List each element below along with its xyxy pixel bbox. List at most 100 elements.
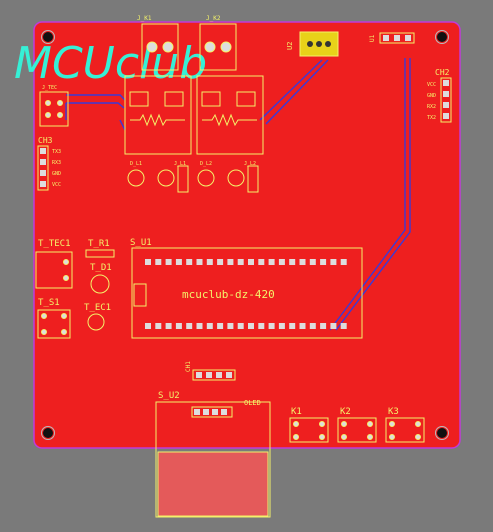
- s-u1-pins-top: [145, 259, 347, 265]
- header-pin: [145, 259, 151, 265]
- board-outline: [33, 21, 461, 449]
- j-tec-label: J_TEC: [42, 85, 57, 91]
- header-pin: [165, 323, 172, 329]
- jl2-label: J_L2: [244, 161, 256, 167]
- ch3-header: [37, 145, 49, 191]
- ch2-pin-1: VCC: [427, 82, 436, 88]
- mcuclub-logo: MCUclub: [14, 38, 207, 89]
- t-ec1-label: T_EC1: [84, 303, 111, 313]
- board-name-label: mcuclub-dz-420: [182, 288, 275, 301]
- header-pin: [258, 323, 265, 329]
- header-pin: [309, 259, 316, 265]
- header-pin: [227, 259, 234, 265]
- ch2-pin-3: RX2: [427, 104, 436, 110]
- ch2-label: CH2: [435, 68, 450, 77]
- ch3-pin-1: TX3: [52, 149, 61, 155]
- header-pin: [155, 259, 162, 265]
- header-pin: [340, 323, 347, 329]
- led-transistor-row: [127, 165, 259, 193]
- header-pin: [165, 259, 172, 265]
- header-pin: [186, 323, 193, 329]
- header-pin: [237, 259, 244, 265]
- ch2-header: [440, 77, 452, 123]
- terminal-jk2: [199, 23, 237, 71]
- u1-label: U1: [369, 34, 376, 42]
- header-pin: [330, 259, 337, 265]
- header-pin: [145, 323, 151, 329]
- header-pin: [206, 259, 213, 265]
- ch3-pin-4: VCC: [52, 182, 61, 188]
- s-u1-pins-bottom: [145, 323, 347, 329]
- traces: [65, 58, 411, 331]
- header-pin: [268, 323, 275, 329]
- t-s1-switch: [37, 309, 71, 339]
- ch3-label: CH3: [38, 136, 53, 145]
- header-pin: [299, 323, 306, 329]
- regulator-u2: [299, 31, 339, 57]
- header-pin: [155, 323, 162, 329]
- k1-label: K1: [291, 407, 302, 417]
- relay-left: [124, 75, 192, 155]
- mounting-holes: [41, 30, 449, 440]
- t-d1-label: T_D1: [90, 263, 112, 273]
- header-pin: [258, 259, 265, 265]
- header-pin: [320, 323, 327, 329]
- u2-label: U2: [286, 42, 294, 50]
- header-pin: [289, 259, 296, 265]
- dl1-label: D_L1: [130, 161, 142, 167]
- header-pin: [196, 259, 203, 265]
- button-k1: [289, 417, 329, 443]
- header-pin: [320, 259, 327, 265]
- t-r1-label: T_R1: [88, 239, 110, 249]
- s-u2-label: S_U2: [158, 391, 180, 401]
- oled-label: OLED: [244, 399, 261, 407]
- header-pin: [278, 323, 285, 329]
- t-tec1-label: T_TEC1: [38, 239, 71, 249]
- ch2-pin-2: GND: [427, 93, 436, 99]
- header-pin: [268, 259, 275, 265]
- ch3-pin-3: GND: [52, 171, 61, 177]
- header-pin: [217, 259, 224, 265]
- header-pin: [175, 323, 182, 329]
- ch1-label: CH1: [185, 361, 192, 372]
- relay-right: [196, 75, 264, 155]
- header-pin: [237, 323, 244, 329]
- header-pin: [289, 323, 296, 329]
- oled-footprint: [155, 401, 271, 518]
- t-tec1-block: [35, 251, 73, 289]
- header-pin: [248, 323, 254, 329]
- header-pin: [217, 323, 224, 329]
- t-s1-label: T_S1: [38, 298, 60, 308]
- jk1-label: J_K1: [137, 15, 152, 22]
- j-tec-connector: [39, 91, 69, 127]
- u1-header: [379, 32, 415, 44]
- header-pin: [340, 259, 347, 265]
- ch1-header: [192, 369, 236, 381]
- k3-label: K3: [388, 407, 399, 417]
- s-u1-footprint: [131, 247, 363, 339]
- t-ec1-capacitor: [87, 313, 105, 331]
- header-pin: [175, 259, 182, 265]
- t-r1-resistor: [85, 249, 115, 258]
- k2-label: K2: [340, 407, 351, 417]
- s-u1-label: S_U1: [130, 238, 152, 248]
- header-pin: [299, 259, 306, 265]
- jl1-label: J_L1: [174, 161, 186, 167]
- header-pin: [206, 323, 213, 329]
- button-k2: [337, 417, 377, 443]
- button-k3: [385, 417, 425, 443]
- terminal-jk1: [141, 23, 179, 71]
- header-pin: [196, 323, 203, 329]
- header-pin: [248, 259, 254, 265]
- dl2-label: D_L2: [200, 161, 212, 167]
- header-pin: [227, 323, 234, 329]
- t-d1-diode: [90, 274, 110, 294]
- header-pin: [330, 323, 337, 329]
- header-pin: [309, 323, 316, 329]
- ch3-pin-2: RX3: [52, 160, 61, 166]
- jk2-label: J_K2: [206, 15, 221, 22]
- header-pin: [186, 259, 193, 265]
- ch2-pin-4: TX2: [427, 115, 436, 121]
